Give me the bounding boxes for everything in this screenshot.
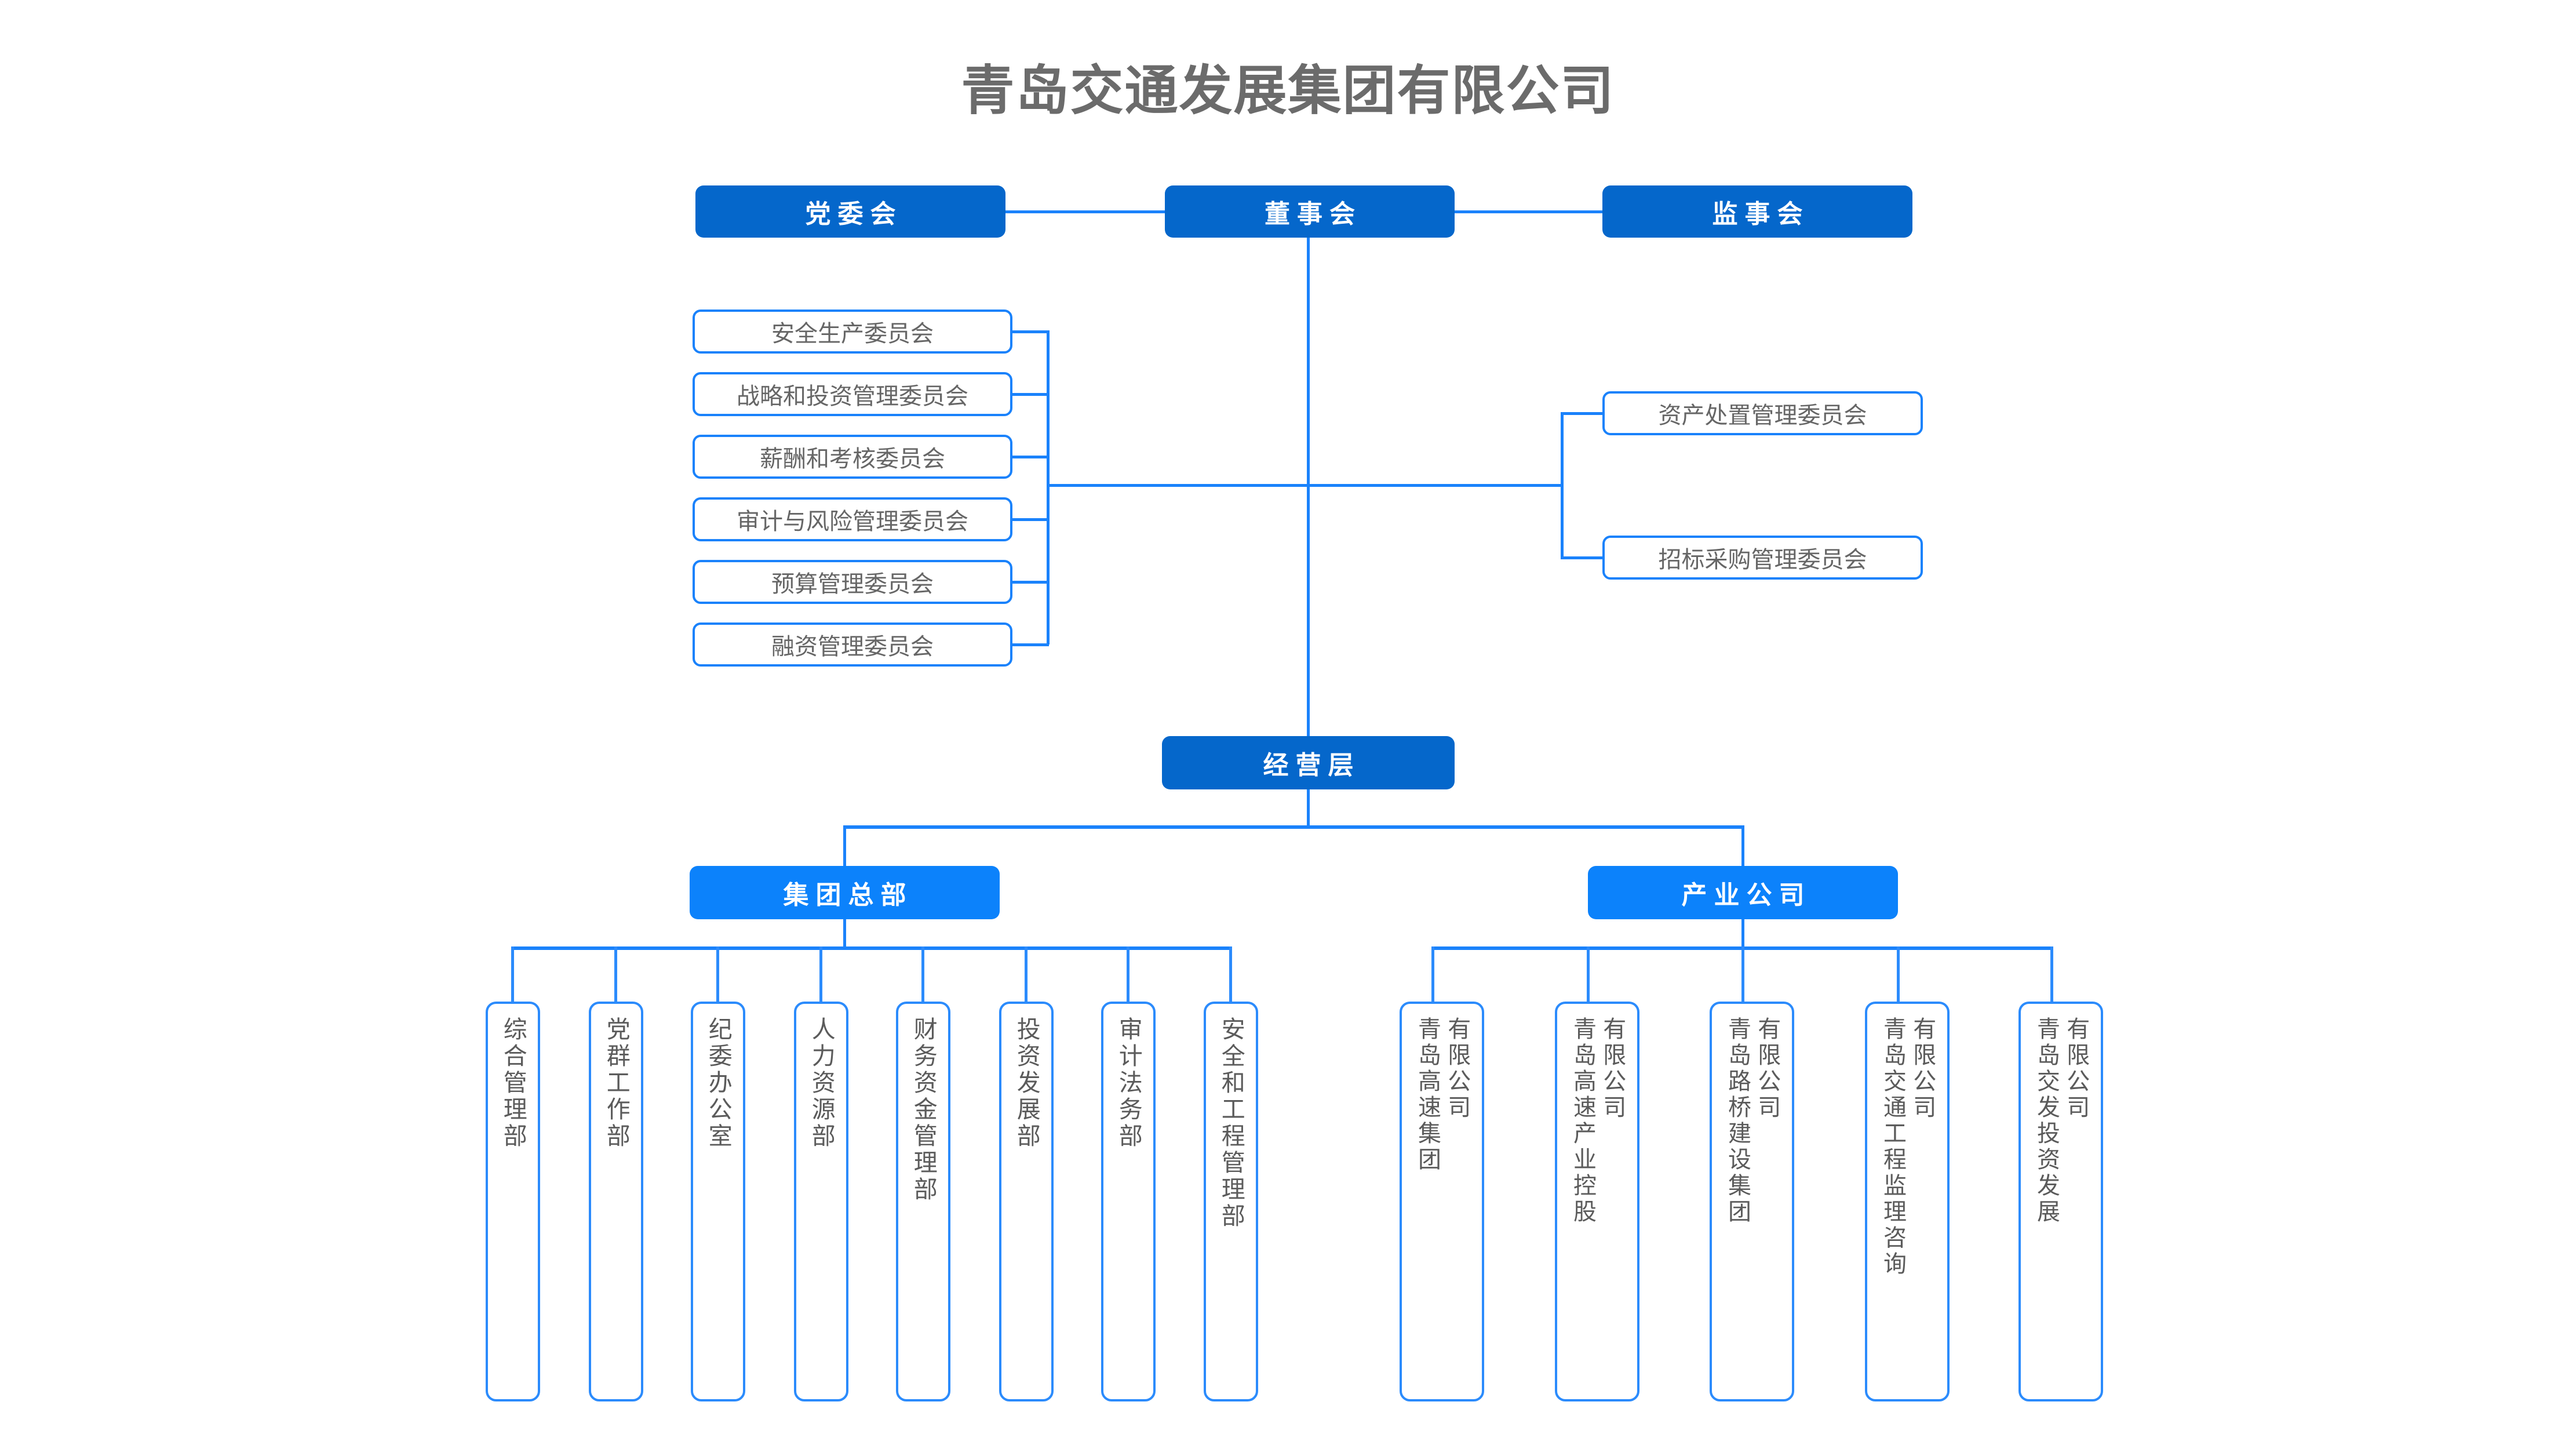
connector-department-bus — [511, 946, 1231, 950]
connector-left-stub-5 — [1010, 581, 1049, 584]
connector-branch-bus — [843, 825, 1744, 829]
node-committee-left-5[interactable]: 预算管理委员会 — [693, 560, 1012, 604]
subsidiary-label-primary: 青岛交通工程监理咨询 — [1880, 1017, 1905, 1277]
node-subsidiary-1[interactable]: 青岛高速集团 有限公司 — [1400, 1002, 1484, 1401]
node-department-5[interactable]: 财务资金管理部 — [896, 1002, 950, 1401]
connector-sub-drop-4 — [1897, 946, 1900, 1004]
connector-left-stub-4 — [1010, 518, 1049, 521]
connector-left-stub-6 — [1010, 643, 1049, 646]
node-industry-company[interactable]: 产业公司 — [1588, 866, 1898, 919]
connector-branch-drop-right — [1741, 825, 1744, 869]
subsidiary-label-primary: 青岛交发投资发展 — [2034, 1017, 2059, 1225]
connector-left-committee-bus — [1047, 330, 1050, 645]
connector-dept-drop-6 — [1025, 946, 1028, 1004]
subsidiary-label-primary: 青岛高速集团 — [1415, 1017, 1440, 1173]
connector-left-bus-to-center — [1047, 484, 1309, 487]
subsidiary-label-suffix: 有限公司 — [1444, 1017, 1470, 1121]
connector-dept-drop-5 — [921, 946, 924, 1004]
node-subsidiary-2[interactable]: 青岛高速产业控股 有限公司 — [1555, 1002, 1639, 1401]
department-label: 安全和工程管理部 — [1218, 1017, 1245, 1230]
connector-dept-drop-8 — [1229, 946, 1232, 1004]
connector-left-stub-2 — [1010, 393, 1049, 396]
connector-sub-drop-2 — [1587, 946, 1590, 1004]
subsidiary-label-suffix: 有限公司 — [1754, 1017, 1780, 1121]
connector-sub-drop-5 — [2050, 946, 2053, 1004]
connector-sub-drop-3 — [1741, 946, 1744, 1004]
connector-dept-drop-4 — [819, 946, 822, 1004]
node-subsidiary-3[interactable]: 青岛路桥建设集团 有限公司 — [1710, 1002, 1794, 1401]
node-subsidiary-4[interactable]: 青岛交通工程监理咨询 有限公司 — [1865, 1002, 1950, 1401]
department-label: 投资发展部 — [1013, 1017, 1040, 1150]
node-board-of-directors[interactable]: 董事会 — [1165, 185, 1455, 238]
node-supervisory-board[interactable]: 监事会 — [1602, 185, 1912, 238]
node-department-1[interactable]: 综合管理部 — [486, 1002, 540, 1401]
connector-board-vertical — [1307, 238, 1310, 747]
connector-board-to-supervisor — [1455, 210, 1602, 213]
department-label: 人力资源部 — [808, 1017, 835, 1150]
node-committee-left-2[interactable]: 战略和投资管理委员会 — [693, 372, 1012, 416]
node-department-4[interactable]: 人力资源部 — [794, 1002, 848, 1401]
connector-left-stub-3 — [1010, 456, 1049, 458]
department-label: 财务资金管理部 — [910, 1017, 937, 1203]
node-committee-right-1[interactable]: 资产处置管理委员会 — [1602, 391, 1923, 435]
node-party-committee[interactable]: 党委会 — [695, 185, 1005, 238]
node-department-7[interactable]: 审计法务部 — [1101, 1002, 1156, 1401]
connector-left-stub-1 — [1010, 330, 1049, 333]
node-committee-left-4[interactable]: 审计与风险管理委员会 — [693, 497, 1012, 541]
connector-branch-drop-left — [843, 825, 846, 869]
department-label: 党群工作部 — [603, 1017, 630, 1150]
connector-dept-drop-7 — [1127, 946, 1129, 1004]
connector-right-committee-bus — [1561, 413, 1564, 559]
connector-hq-down — [843, 919, 846, 949]
node-department-3[interactable]: 纪委办公室 — [691, 1002, 745, 1401]
node-committee-left-3[interactable]: 薪酬和考核委员会 — [693, 435, 1012, 479]
subsidiary-label-primary: 青岛高速产业控股 — [1570, 1017, 1595, 1225]
connector-industry-down — [1741, 919, 1744, 949]
connector-right-stub-2 — [1561, 556, 1607, 559]
connector-dept-drop-3 — [716, 946, 719, 1004]
connector-party-to-board — [1005, 210, 1165, 213]
department-label: 纪委办公室 — [705, 1017, 732, 1150]
node-committee-right-2[interactable]: 招标采购管理委员会 — [1602, 536, 1923, 580]
node-subsidiary-5[interactable]: 青岛交发投资发展 有限公司 — [2018, 1002, 2103, 1401]
connector-center-to-right-bus — [1309, 484, 1564, 487]
subsidiary-label-primary: 青岛路桥建设集团 — [1725, 1017, 1750, 1225]
subsidiary-label-suffix: 有限公司 — [1599, 1017, 1626, 1121]
connector-dept-drop-1 — [511, 946, 514, 1004]
node-committee-left-1[interactable]: 安全生产委员会 — [693, 310, 1012, 354]
page-title: 青岛交通发展集团有限公司 — [961, 61, 1615, 121]
node-committee-left-6[interactable]: 融资管理委员会 — [693, 622, 1012, 667]
subsidiary-label-suffix: 有限公司 — [2063, 1017, 2089, 1121]
subsidiary-label-suffix: 有限公司 — [1910, 1017, 1936, 1121]
node-management-layer[interactable]: 经营层 — [1162, 736, 1455, 789]
connector-right-stub-1 — [1561, 412, 1607, 415]
connector-sub-drop-1 — [1431, 946, 1434, 1004]
department-label: 综合管理部 — [500, 1017, 527, 1150]
node-group-headquarters[interactable]: 集团总部 — [690, 866, 1000, 919]
node-department-6[interactable]: 投资发展部 — [999, 1002, 1054, 1401]
connector-management-down — [1307, 789, 1310, 827]
node-department-8[interactable]: 安全和工程管理部 — [1204, 1002, 1258, 1401]
node-department-2[interactable]: 党群工作部 — [589, 1002, 643, 1401]
department-label: 审计法务部 — [1115, 1017, 1142, 1150]
connector-dept-drop-2 — [614, 946, 617, 1004]
